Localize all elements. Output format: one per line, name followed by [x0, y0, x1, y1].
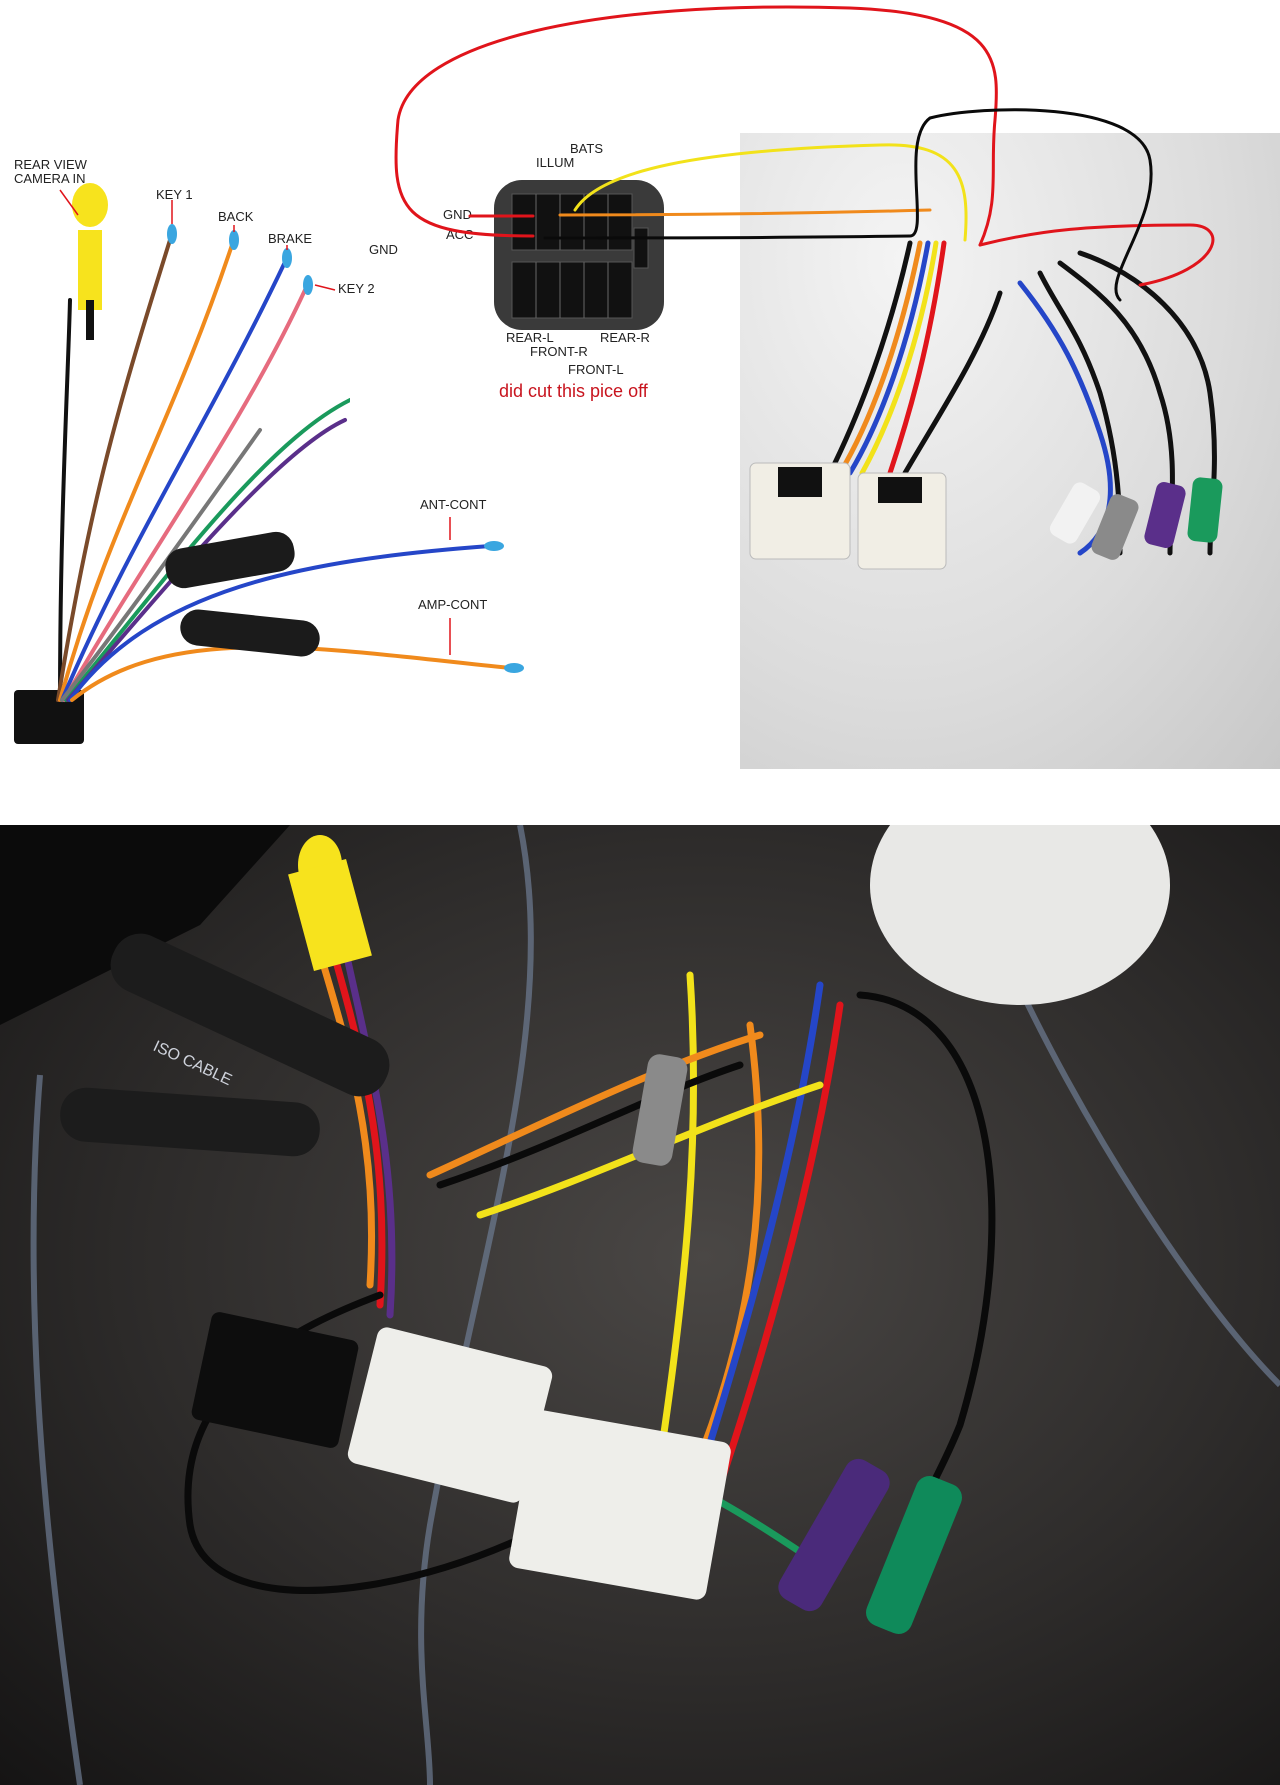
installed-wiring-photo: ISO CABLE [0, 825, 1280, 1785]
nissan-connector-a [749, 462, 851, 560]
key2-label: KEY 2 [338, 281, 375, 296]
rca-plug-icon [1049, 477, 1223, 560]
key1-label: KEY 1 [156, 187, 193, 202]
blank-patch [350, 330, 510, 470]
amp-sleeve [180, 609, 320, 657]
front-r-label: FRONT-R [530, 344, 588, 359]
speaker [870, 825, 1170, 1005]
ant-cont-wire [68, 544, 492, 702]
purple-wire [66, 418, 347, 702]
green-wire [64, 398, 352, 702]
brake-wire [60, 260, 287, 702]
illum-label: ILLUM [536, 155, 575, 170]
rca-plug-icon [72, 183, 108, 340]
front-l-label: FRONT-L [568, 362, 624, 377]
bats-label: BATS [570, 141, 603, 156]
gnd-pin-label: GND [443, 207, 472, 222]
camera-cable [58, 298, 72, 702]
rear-r-label: REAR-R [600, 330, 650, 345]
rear-view-camera-label: REAR VIEW CAMERA IN [14, 157, 87, 187]
acc-pin-label: ACC [446, 227, 474, 242]
vehicle-adapter-photo [740, 133, 1280, 769]
rear-l-label: REAR-L [506, 330, 554, 345]
key2-wire [62, 288, 307, 702]
cut-note: did cut this pice off [499, 381, 648, 401]
iso-cable-sleeve [165, 531, 295, 589]
key1-wire [56, 238, 172, 702]
back-wire [58, 243, 234, 702]
ant-cont-label: ANT-CONT [420, 497, 487, 512]
back-label: BACK [218, 209, 254, 224]
amp-cont-label: AMP-CONT [418, 597, 488, 612]
bullet-connector-icon [167, 224, 524, 673]
brake-label: BRAKE [268, 231, 313, 246]
harness-plug [14, 690, 84, 744]
connector-plug-icon [494, 180, 664, 330]
harness-illustration [14, 183, 524, 744]
gnd-side-label: GND [369, 242, 398, 257]
